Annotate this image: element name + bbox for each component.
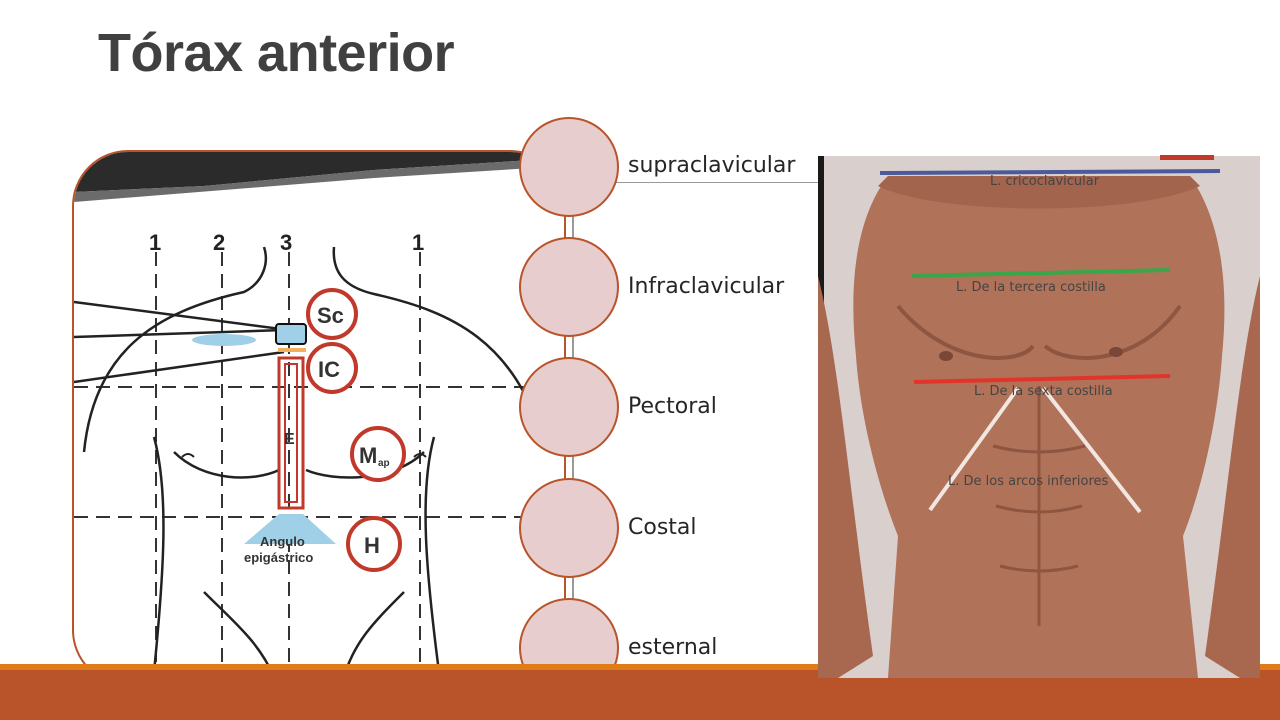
region-node-infraclavicular: [519, 237, 619, 337]
region-label-supraclavicular: supraclavicular: [628, 153, 796, 178]
marker-h-label: H: [364, 533, 380, 558]
line-arcos-right: [1041, 386, 1142, 514]
marker-sc: Sc: [306, 288, 358, 340]
sternum-inner-rect: [284, 363, 298, 503]
line-sexta-costilla: [913, 374, 1171, 384]
region-link-line: [574, 182, 820, 183]
marker-h: H: [346, 516, 402, 572]
horizontal-reference-lines: [74, 386, 564, 518]
manubrium-box: [275, 323, 307, 345]
photo-accent-bar: [1160, 155, 1214, 160]
line-cricoclavicular: [879, 169, 1221, 175]
line-number-2: 2: [213, 230, 225, 255]
diagram-gray-band: [74, 158, 564, 202]
sternum-rect: [277, 356, 305, 510]
nipple-left-mark: [181, 453, 195, 458]
torso-photo: [818, 156, 1260, 678]
epigastric-label-1: Angulo: [260, 534, 305, 549]
torso-photo-drawing: [818, 156, 1260, 678]
region-label-infraclavicular: Infraclavicular: [628, 274, 785, 299]
region-label-costal: Costal: [628, 515, 697, 540]
line-number-4: 1: [412, 230, 424, 255]
marker-m-label: M: [359, 443, 377, 468]
manubrium-band: [278, 348, 306, 352]
marker-sc-label: Sc: [317, 303, 344, 328]
footer-bar: [0, 670, 1280, 720]
label-sexta-costilla: L. De la sexta costilla: [974, 384, 1113, 399]
diagram-dark-band: [74, 152, 564, 192]
nipple-right-mark: [413, 453, 427, 458]
line-number-3: 3: [280, 230, 292, 255]
region-node-costal: [519, 478, 619, 578]
clavicle-highlight: [192, 334, 256, 346]
marker-ic-label: IC: [318, 357, 340, 382]
line-number-1: 1: [149, 230, 161, 255]
sternum-letter: E: [284, 431, 295, 448]
line-arcos-left: [928, 386, 1020, 512]
marker-ic: IC: [306, 342, 358, 394]
footer-accent-stripe: [0, 664, 1280, 670]
region-label-pectoral: Pectoral: [628, 394, 717, 419]
thorax-diagram: E Angulo epigástrico 1 2 3 1 Sc IC M ap …: [72, 150, 566, 686]
epigastric-label-2: epigástrico: [244, 550, 313, 565]
line-tercera-costilla: [911, 268, 1171, 278]
epigastric-angle-shape: [244, 514, 336, 544]
label-arcos-inferiores: L. De los arcos inferiores: [948, 474, 1109, 489]
marker-m-sub: ap: [378, 458, 390, 469]
label-cricoclavicular: L. cricoclavicular: [990, 174, 1100, 189]
region-label-esternal: esternal: [628, 635, 718, 660]
marker-m: M ap: [350, 426, 406, 482]
thorax-diagram-drawing: E Angulo epigástrico 1 2 3 1 Sc IC M ap …: [74, 152, 564, 684]
region-node-pectoral: [519, 357, 619, 457]
label-tercera-costilla: L. De la tercera costilla: [956, 280, 1106, 295]
slide-title: Tórax anterior: [98, 23, 455, 83]
region-node-supraclavicular: [519, 117, 619, 217]
